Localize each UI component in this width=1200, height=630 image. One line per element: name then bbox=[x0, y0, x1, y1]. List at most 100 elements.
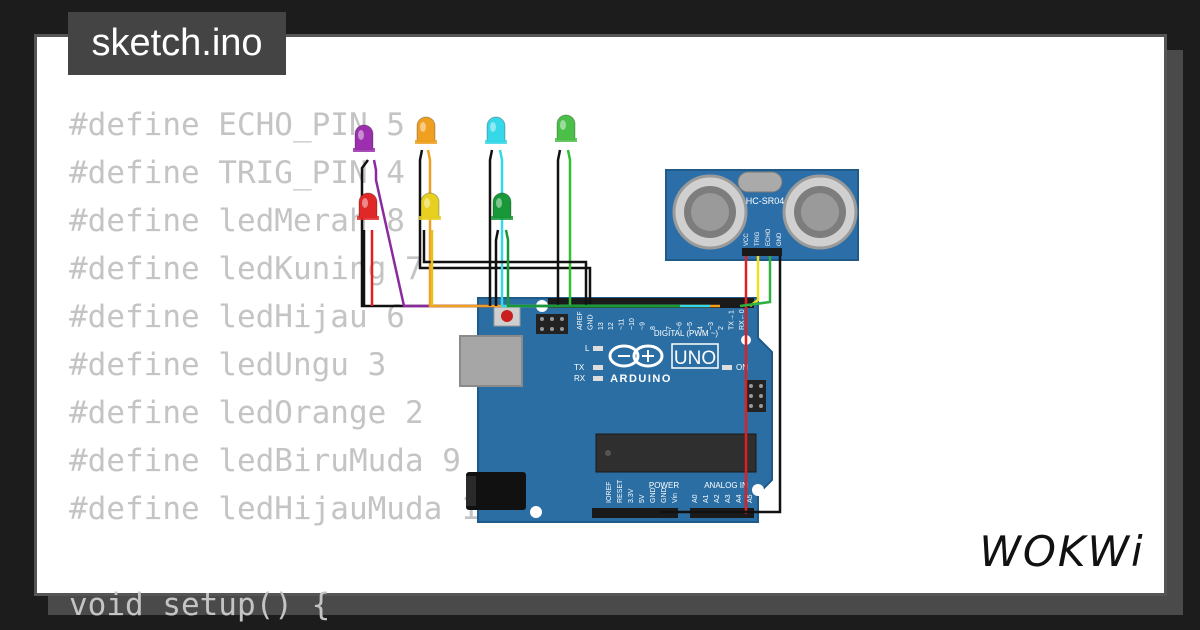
board-brand-label: ARDUINO bbox=[610, 373, 672, 385]
analog-pin-label: A3 bbox=[725, 494, 732, 503]
digital-pin-label: TX→1 bbox=[729, 310, 736, 330]
arduino-uno-board[interactable]: UNO ARDUINO DIGITAL (PWM ~) POWER ANALOG… bbox=[459, 297, 773, 523]
power-pin-label: 5V bbox=[639, 494, 646, 503]
file-tab-title: sketch.ino bbox=[91, 22, 263, 64]
code-line: #define ledUngu 3 bbox=[69, 347, 387, 383]
power-pin-label: Vin bbox=[672, 493, 679, 503]
led-red[interactable] bbox=[357, 192, 379, 220]
led-on-label: ON bbox=[736, 363, 748, 372]
atmega-chip bbox=[595, 433, 757, 473]
wire-led-green-anode bbox=[504, 229, 680, 308]
analog-section-label: ANALOG IN bbox=[704, 481, 748, 490]
digital-section-label: DIGITAL (PWM ~) bbox=[654, 329, 719, 338]
digital-pin-label: ~10 bbox=[629, 318, 636, 330]
digital-pin-label: ~11 bbox=[619, 319, 626, 330]
ultrasonic-transducer-left bbox=[672, 174, 748, 250]
file-tab[interactable]: sketch.ino bbox=[68, 12, 286, 75]
digital-header bbox=[548, 298, 754, 308]
code-line: #define ledBiruMuda 9 bbox=[69, 443, 461, 479]
code-line: void setup() { bbox=[69, 587, 331, 623]
code-line: #define ledKuning 7 bbox=[69, 251, 424, 287]
code-line: #define TRIG_PIN 4 bbox=[69, 155, 405, 191]
arduino-logo bbox=[608, 344, 664, 368]
led-light-green[interactable] bbox=[555, 114, 577, 142]
power-header bbox=[592, 508, 678, 518]
led-rx-label: RX bbox=[574, 374, 586, 383]
sensor-pin-label: VCC bbox=[744, 233, 750, 246]
sensor-pin-label: ECHO bbox=[766, 228, 772, 246]
code-preview: #define ECHO_PIN 5 #define TRIG_PIN 4 #def… bbox=[69, 101, 498, 629]
power-jack bbox=[466, 472, 526, 510]
wires bbox=[360, 149, 782, 514]
digital-pin-label: AREF bbox=[577, 311, 584, 330]
digital-pin-label: ~3 bbox=[708, 322, 715, 330]
power-section-label: POWER bbox=[649, 481, 679, 490]
ultrasonic-transducer-right bbox=[782, 174, 858, 250]
power-pin-label: IOREF bbox=[606, 482, 613, 503]
sensor-pin-header bbox=[742, 248, 782, 256]
leds bbox=[353, 114, 577, 220]
code-line: #define ledMerah 8 bbox=[69, 203, 405, 239]
wokwi-logo-text: WOKWi bbox=[979, 527, 1144, 576]
digital-pin-label: ~5 bbox=[687, 322, 694, 330]
led-l-label: L bbox=[585, 344, 590, 353]
digital-pin-label: RX←0 bbox=[739, 309, 746, 330]
mounting-hole bbox=[752, 484, 764, 496]
reset-button-cap[interactable] bbox=[501, 310, 513, 322]
usb-connector bbox=[459, 335, 523, 387]
digital-pin-label: 13 bbox=[598, 322, 605, 330]
wire-led-purple bbox=[360, 159, 590, 308]
sensor-pin-label: TRIG bbox=[755, 231, 761, 246]
led-green[interactable] bbox=[491, 192, 513, 220]
led-orange[interactable] bbox=[415, 116, 437, 144]
wire-gnd bbox=[660, 256, 782, 514]
wire-led-orange bbox=[418, 149, 592, 306]
wire-led-lightgreen-anode bbox=[566, 149, 660, 308]
power-pin-label: RESET bbox=[617, 479, 624, 503]
led-cyan[interactable] bbox=[485, 116, 507, 144]
board-model-label: UNO bbox=[674, 348, 716, 369]
wire-led-lightgreen bbox=[556, 149, 562, 306]
wire-echo bbox=[739, 256, 772, 308]
hc-sr04-sensor[interactable]: HC-SR04 VCC TRIG ECHO GND bbox=[665, 169, 859, 261]
digital-pin-label: 2 bbox=[718, 326, 725, 330]
digital-pin-label: 8 bbox=[650, 326, 657, 330]
crystal-oscillator bbox=[737, 171, 783, 193]
led-tx-label: TX bbox=[574, 363, 585, 372]
icsp-header bbox=[536, 314, 568, 334]
code-line: #define ledOrange 2 bbox=[69, 395, 424, 431]
analog-pin-label: A1 bbox=[703, 494, 710, 503]
sensor-pin-label: GND bbox=[777, 232, 783, 246]
analog-pin-label: A2 bbox=[714, 494, 721, 503]
led-yellow[interactable] bbox=[419, 192, 441, 220]
code-line: #define ECHO_PIN 5 bbox=[69, 107, 405, 143]
digital-pin-label: ~9 bbox=[639, 322, 646, 330]
digital-pin-label: GND bbox=[587, 314, 594, 330]
wire-led-yellow bbox=[422, 230, 588, 306]
power-pin-label: 3.3V bbox=[628, 488, 635, 503]
mounting-hole bbox=[530, 506, 542, 518]
code-line: #define ledHijau 6 bbox=[69, 299, 405, 335]
analog-pin-label: A4 bbox=[736, 494, 743, 503]
wire-led-purple-anode bbox=[372, 159, 550, 308]
analog-pin-labels: A0 A1 A2 A3 A4 A5 bbox=[692, 494, 754, 503]
status-leds: L TX RX ON bbox=[574, 344, 748, 383]
led-purple[interactable] bbox=[353, 124, 375, 152]
digital-pin-label: 7 bbox=[666, 326, 673, 330]
digital-pin-label: 4 bbox=[697, 326, 704, 330]
analog-pin-label: A0 bbox=[692, 494, 699, 503]
wire-led-cyan bbox=[488, 149, 494, 306]
icsp-header-right bbox=[746, 380, 766, 412]
power-pin-label: GND bbox=[650, 487, 657, 503]
analog-pin-label: A5 bbox=[747, 494, 754, 503]
digital-pin-label: 12 bbox=[608, 322, 615, 330]
sensor-model-label: HC-SR04 bbox=[746, 196, 785, 206]
uno-label-box bbox=[671, 343, 719, 369]
sensor-pin-labels: VCC TRIG ECHO GND bbox=[744, 228, 783, 246]
digital-pin-label: ~6 bbox=[677, 322, 684, 330]
wokwi-logo: WOKWi bbox=[979, 527, 1144, 576]
wire-led-green bbox=[494, 229, 500, 306]
